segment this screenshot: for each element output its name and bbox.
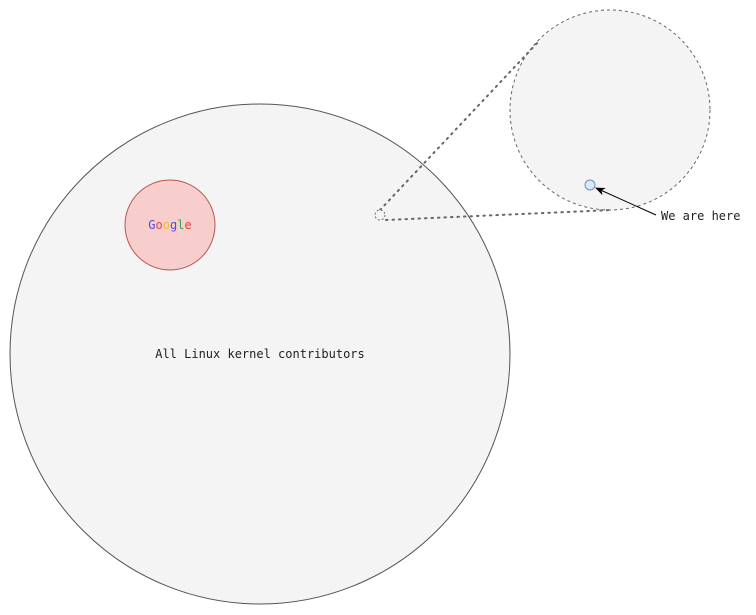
google-letter: e — [184, 218, 191, 232]
focus-marker-circle — [374, 209, 386, 221]
google-label: Google — [148, 218, 191, 232]
google-letter: l — [177, 218, 184, 232]
we-are-here-label: We are here — [661, 209, 740, 223]
zoom-connector-lower — [385, 209, 613, 221]
google-letter: o — [156, 218, 163, 232]
zoom-connector-upper — [379, 39, 541, 211]
zoom-circle — [509, 9, 711, 211]
we-are-here-dot — [584, 179, 596, 191]
linux-contributors-label: All Linux kernel contributors — [155, 347, 365, 361]
annotation-arrow — [595, 187, 657, 216]
google-circle — [124, 179, 216, 271]
google-letter: o — [163, 218, 170, 232]
google-letter: g — [170, 218, 177, 232]
google-letter: G — [148, 218, 155, 232]
